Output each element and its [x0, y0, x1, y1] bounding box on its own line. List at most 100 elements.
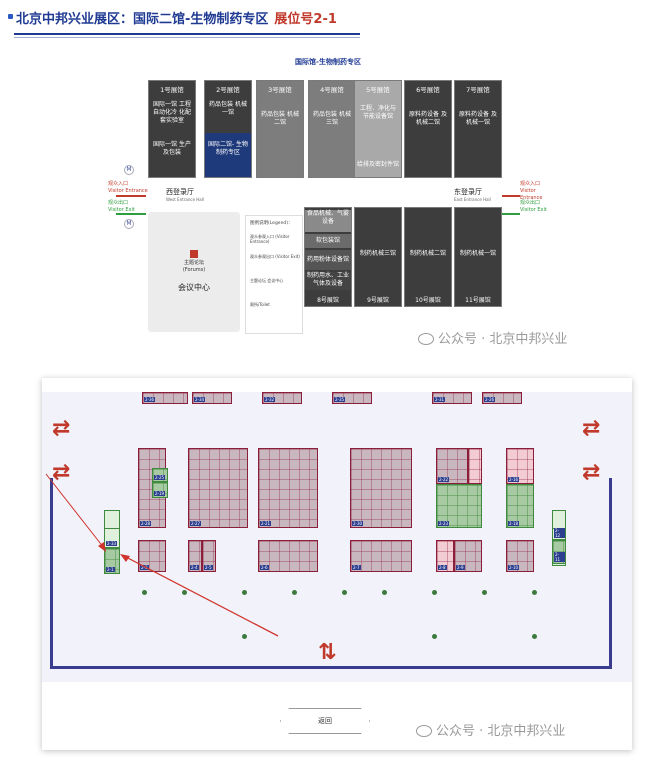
booth[interactable]: 2-34	[192, 392, 232, 404]
pointer-arrow-icon	[45, 473, 279, 637]
hall-3[interactable]: 3号展馆 药品包装 机械二馆	[256, 80, 304, 178]
double-arrow-icon: ⇄	[52, 416, 71, 441]
booth-label: 2-31	[434, 397, 446, 402]
booth-label: 2-25	[154, 475, 166, 480]
east-lobby-name: 东登录厅	[454, 188, 482, 196]
east-out: 观众出口	[520, 200, 541, 206]
column	[432, 634, 437, 639]
booth[interactable]	[468, 448, 482, 484]
booth[interactable]: 2-27	[188, 448, 248, 528]
booth[interactable]: 2-35	[332, 392, 372, 404]
hall-9[interactable]: 制药机械三馆 9号展馆	[354, 207, 402, 307]
page-title: 北京中邦兴业展区：国际二馆-生物制药专区展位号2-1	[16, 8, 337, 27]
booth-label: 2-27	[190, 521, 202, 526]
booth[interactable]: 2-11	[552, 540, 566, 564]
hall-11[interactable]: 制药机械一馆 11号展馆	[454, 207, 502, 307]
hall-8-section: 食品机械、气雾设备	[305, 210, 351, 232]
west-exit-label: 观众出口 Visitor Exit	[108, 200, 135, 214]
booth[interactable]: 2-32	[262, 392, 302, 404]
hall-name: 11号展馆	[465, 297, 491, 304]
legend-item: 观众参观入口 (Visitor Entrance)	[250, 234, 290, 244]
booth-label: 2-26	[484, 397, 496, 402]
title-booth: 展位号2-1	[274, 12, 337, 27]
hall-desc2: 国际一馆 生产及包装	[153, 141, 191, 156]
column	[432, 590, 437, 595]
hall-2[interactable]: 2号展馆 药品包装 机械一馆 国际二馆- 生物制药专区	[204, 80, 252, 178]
booth[interactable]: 2-25	[152, 468, 168, 482]
back-button[interactable]: 返回	[280, 708, 370, 734]
venue-overview-map: 国际馆-生物制药专区 1号展馆 国际一馆 工程自动化冷 化配套实验室 国际一馆 …	[108, 55, 548, 340]
booth-label: 2-32	[264, 397, 276, 402]
booth[interactable]: 2-18	[506, 484, 534, 528]
wechat-icon	[418, 333, 434, 345]
booth[interactable]: 2-19	[152, 482, 168, 498]
watermark-bottom: 公众号 · 北京中邦兴业	[416, 720, 565, 739]
watermark-top: 公众号 · 北京中邦兴业	[418, 328, 567, 347]
hall-8-section: 药用粉体设备馆	[305, 250, 351, 270]
forum-en: (Forums)	[182, 267, 206, 273]
booth[interactable]: 2-6	[258, 540, 318, 572]
hall-name: 10号展馆	[415, 297, 441, 304]
column	[242, 634, 247, 639]
booth-label: 2-8	[438, 565, 447, 570]
booth-label: 2-36	[144, 397, 156, 402]
hall-1[interactable]: 1号展馆 国际一馆 工程自动化冷 化配套实验室 国际一馆 生产及包装	[148, 80, 196, 178]
header-bullet	[8, 14, 13, 19]
booth-label: 2-10	[508, 565, 520, 570]
double-arrow-icon: ⇄	[582, 416, 601, 441]
entrance-arrow-icon: ⇅	[318, 640, 337, 665]
booth[interactable]: 2-23	[436, 484, 482, 528]
column	[382, 590, 387, 595]
booth[interactable]: 2-26	[482, 392, 522, 404]
legend-item: 厕所/Toilet	[250, 302, 270, 307]
booth-label: 2-7	[352, 565, 361, 570]
booth-label: 2-3	[140, 565, 149, 570]
hall-name: 9号展馆	[367, 297, 389, 304]
forum-icon	[190, 250, 198, 258]
booth[interactable]: 2-4	[188, 540, 202, 572]
booth[interactable]: 2-22	[436, 448, 468, 484]
east-entrance-label: 观众入口 Visitor Entrance	[520, 181, 548, 202]
booth[interactable]: 2-10	[506, 540, 534, 572]
column	[182, 590, 187, 595]
booth[interactable]: 2-30	[350, 448, 412, 528]
booth-label: 2-5	[204, 565, 213, 570]
hall-8[interactable]: 食品机械、气雾设备 软包装馆 药用粉体设备馆 制药用水、工业气体及设备 8号展馆	[304, 207, 352, 307]
hall-7[interactable]: 7号展馆 原料药设备 及机械一馆	[454, 80, 502, 178]
booth-label: 2-1	[106, 567, 115, 572]
column	[532, 590, 537, 595]
hall-name: 1号展馆	[160, 86, 184, 94]
plan-title: 国际馆-生物制药专区	[295, 58, 361, 66]
hall-4[interactable]: 4号展馆 药品包装 机械三馆	[308, 80, 356, 178]
booth[interactable]: 2-33	[104, 528, 120, 548]
booth-label: 2-18	[508, 521, 520, 526]
booth-label: 2-6	[260, 565, 269, 570]
booth[interactable]: 2-21	[258, 448, 318, 528]
hall-name: 7号展馆	[466, 86, 490, 94]
east-out-en: Visitor Exit	[520, 207, 547, 213]
column	[532, 634, 537, 639]
booth[interactable]: 2-16	[506, 448, 534, 484]
west-in: 观众入口	[108, 181, 129, 187]
booth[interactable]: 2-9	[454, 540, 482, 572]
booth-2-1-target[interactable]: 2-1	[104, 548, 120, 574]
hall-wall-left	[50, 478, 53, 668]
hall-6[interactable]: 6号展馆 原料药设备 及机械二馆	[404, 80, 452, 178]
booth[interactable]: 2-12	[552, 528, 566, 540]
hall-8-section: 制药用水、工业气体及设备	[305, 272, 351, 290]
title-underline	[14, 33, 360, 35]
booth[interactable]: 2-7	[350, 540, 412, 572]
booth[interactable]: 2-36	[142, 392, 188, 404]
booth-label: 2-11	[554, 552, 565, 562]
booth[interactable]: 2-8	[436, 540, 454, 572]
booth[interactable]: 2-31	[432, 392, 472, 404]
conference-center[interactable]: 主题论坛 (Forums) 会议中心	[148, 212, 240, 332]
hall-desc: 原料药设备 及机械二馆	[409, 111, 447, 126]
hall-desc: 制药机械三馆	[359, 250, 396, 257]
hall-5[interactable]: 5号展馆 工程、净化与 节能设备馆 给排及密封件馆	[354, 80, 402, 178]
hall-name: 6号展馆	[416, 86, 440, 94]
booth[interactable]: 2-5	[202, 540, 216, 572]
hall-10[interactable]: 制药机械二馆 10号展馆	[404, 207, 452, 307]
hall-desc: 制药机械一馆	[459, 250, 496, 257]
metro-icon: M	[124, 219, 134, 229]
